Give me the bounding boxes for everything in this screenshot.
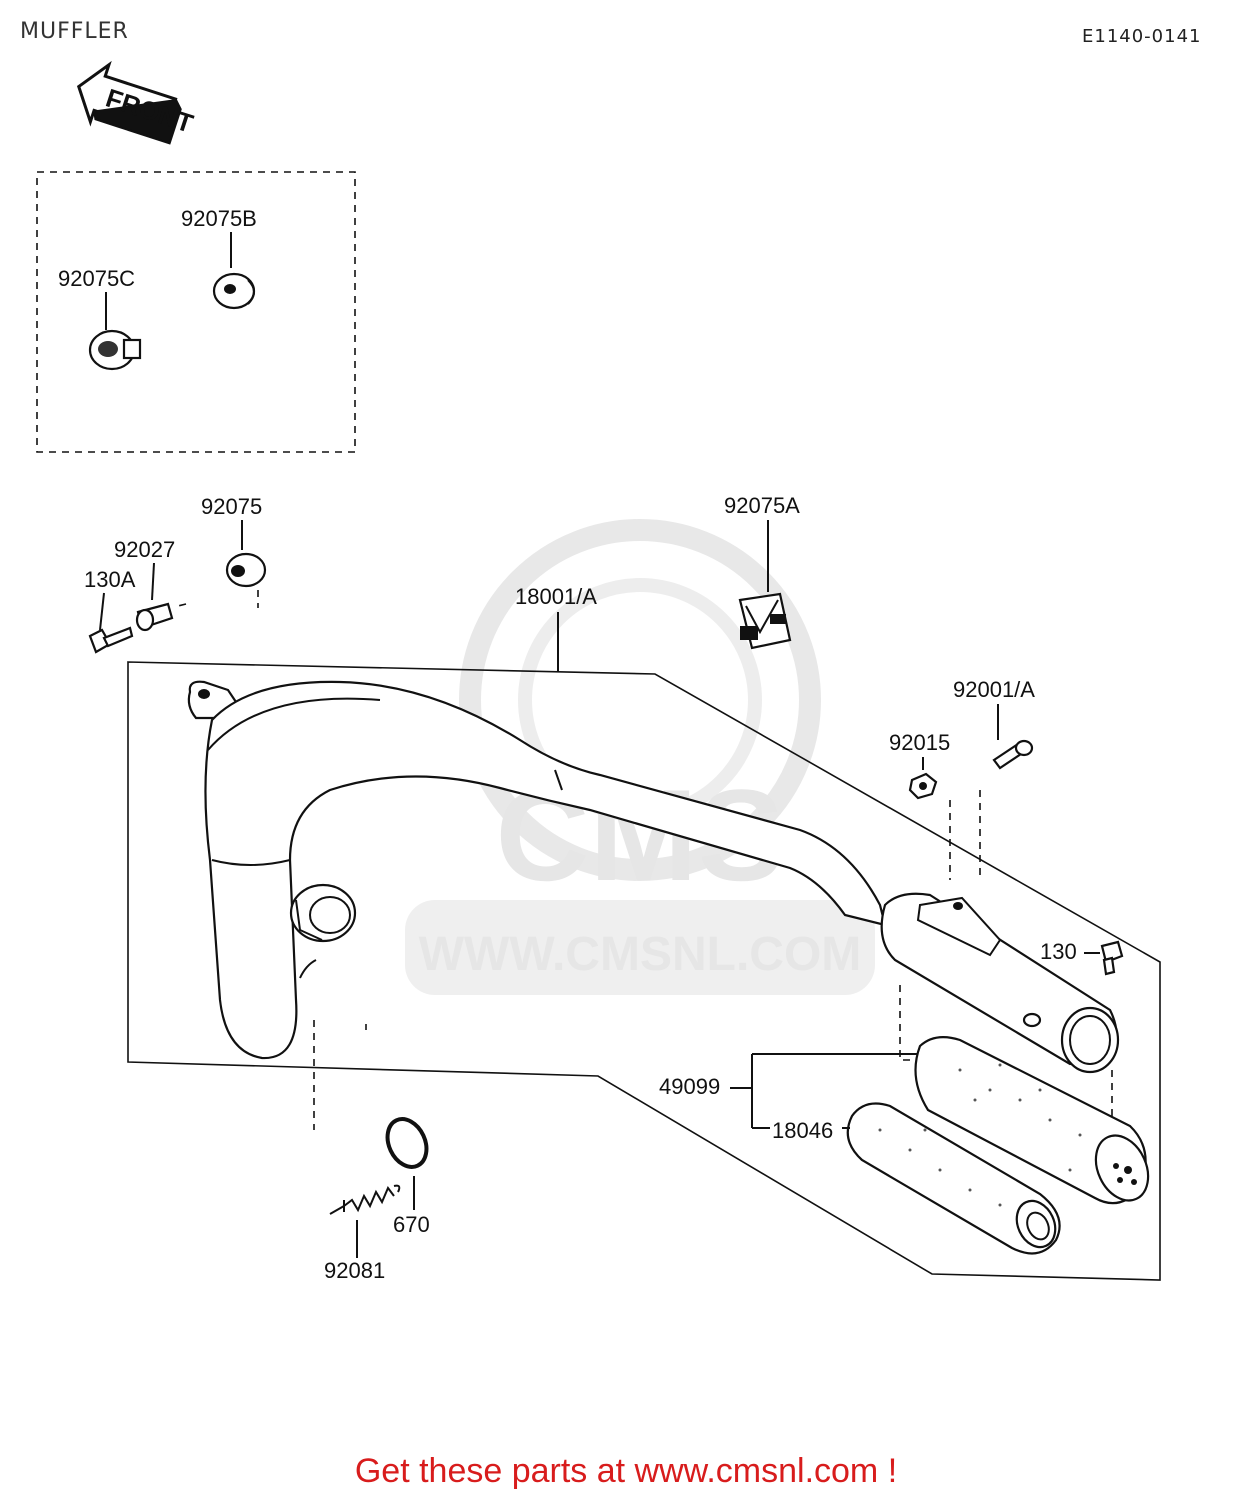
collar-92027-icon: [135, 602, 174, 632]
exhaust-pipe-18001A: [187, 680, 887, 1060]
inset-box: [36, 171, 356, 453]
leader-bracket-inserts: [730, 1053, 918, 1129]
part-label-18046: 18046: [772, 1118, 833, 1143]
part-label-49099: 49099: [659, 1074, 720, 1099]
packing-18046: [846, 1102, 1061, 1255]
part-label-92075A: 92075A: [724, 493, 800, 518]
grommet-92075C-icon: [88, 329, 142, 371]
bolt-130A-icon: [88, 626, 134, 654]
footer-promo-text: Get these parts at www.cmsnl.com !: [354, 1452, 898, 1490]
o-ring-670-icon: [385, 1117, 429, 1169]
clamp-92075A-icon: [738, 592, 792, 650]
part-label-92081: 92081: [324, 1258, 385, 1283]
leader-130A: [99, 592, 105, 631]
part-label-92001A: 92001/A: [953, 677, 1035, 702]
assembly-outline: [127, 661, 1161, 1281]
part-label-92075B: 92075B: [181, 206, 257, 231]
watermark-url: WWW.CMSNL.COM: [419, 928, 862, 981]
grommet-92075-icon: [225, 552, 267, 588]
diagram-code: E1140-0141: [1082, 26, 1202, 47]
tailpipe-49099: [914, 1035, 1150, 1205]
part-label-670: 670: [393, 1212, 430, 1237]
spring-92081-icon: [329, 1184, 401, 1215]
part-label-130A: 130A: [84, 567, 136, 592]
part-label-92075C: 92075C: [58, 266, 135, 291]
part-label-92075: 92075: [201, 494, 262, 519]
bolt-130-icon: [1100, 940, 1124, 976]
part-label-92027: 92027: [114, 537, 175, 562]
dashed-guide-92027: [177, 603, 187, 607]
leader-92027: [151, 562, 155, 601]
part-label-18001A: 18001/A: [515, 584, 597, 609]
nut-92015-icon: [908, 772, 938, 800]
grommet-92075B-icon: [212, 272, 256, 310]
silencer-body: [880, 892, 1120, 1074]
page-title: MUFFLER: [20, 19, 129, 44]
part-label-130: 130: [1040, 939, 1077, 964]
front-arrow-icon: FRONT: [76, 60, 197, 145]
part-label-92015: 92015: [889, 730, 950, 755]
bolt-92001A-icon: [992, 739, 1034, 770]
